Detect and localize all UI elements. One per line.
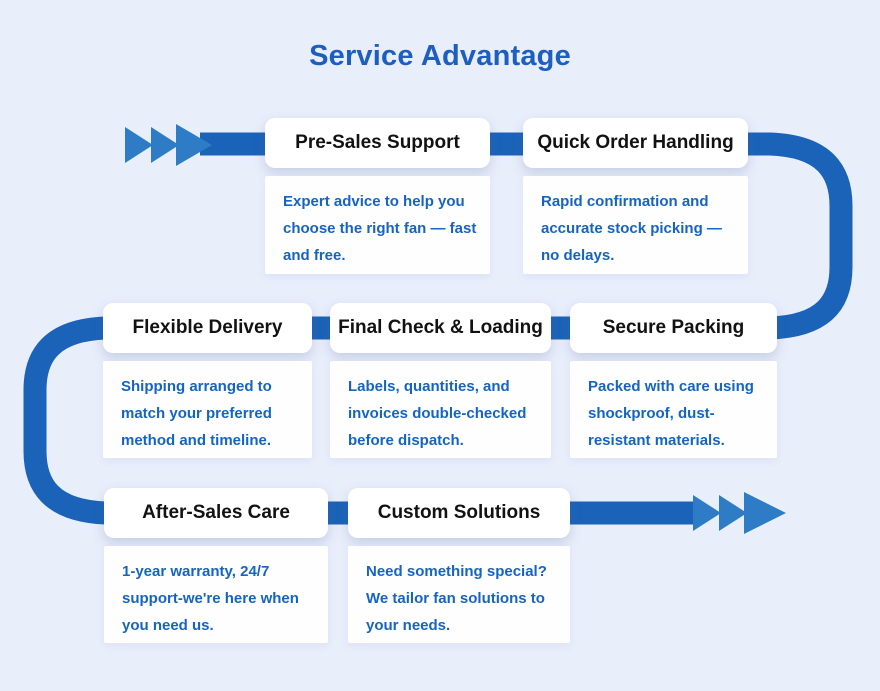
step-title-card: Final Check & Loading [330, 303, 551, 353]
step-description: Rapid confirmation and accurate stock pi… [523, 176, 748, 274]
end-chevron-icon [744, 492, 786, 534]
page-title: Service Advantage [309, 40, 571, 72]
step-title-card: Pre-Sales Support [265, 118, 490, 168]
step-description: Labels, quantities, and invoices double-… [330, 361, 551, 458]
step-description: Need something special? We tailor fan so… [348, 546, 570, 643]
start-chevron-icon [125, 127, 153, 163]
step-title-card: Flexible Delivery [103, 303, 312, 353]
step-description: Shipping arranged to match your preferre… [103, 361, 312, 458]
start-chevron-icon [151, 127, 179, 163]
step-description: 1-year warranty, 24/7 support-we're here… [104, 546, 328, 643]
step-title-card: Quick Order Handling [523, 118, 748, 168]
end-chevron-icon [719, 495, 747, 531]
step-title-card: Custom Solutions [348, 488, 570, 538]
end-chevron-icon [693, 495, 721, 531]
start-chevron-icon [176, 124, 212, 166]
step-title-card: Secure Packing [570, 303, 777, 353]
step-title-card: After-Sales Care [104, 488, 328, 538]
step-description: Expert advice to help you choose the rig… [265, 176, 490, 274]
step-description: Packed with care using shockproof, dust-… [570, 361, 777, 458]
